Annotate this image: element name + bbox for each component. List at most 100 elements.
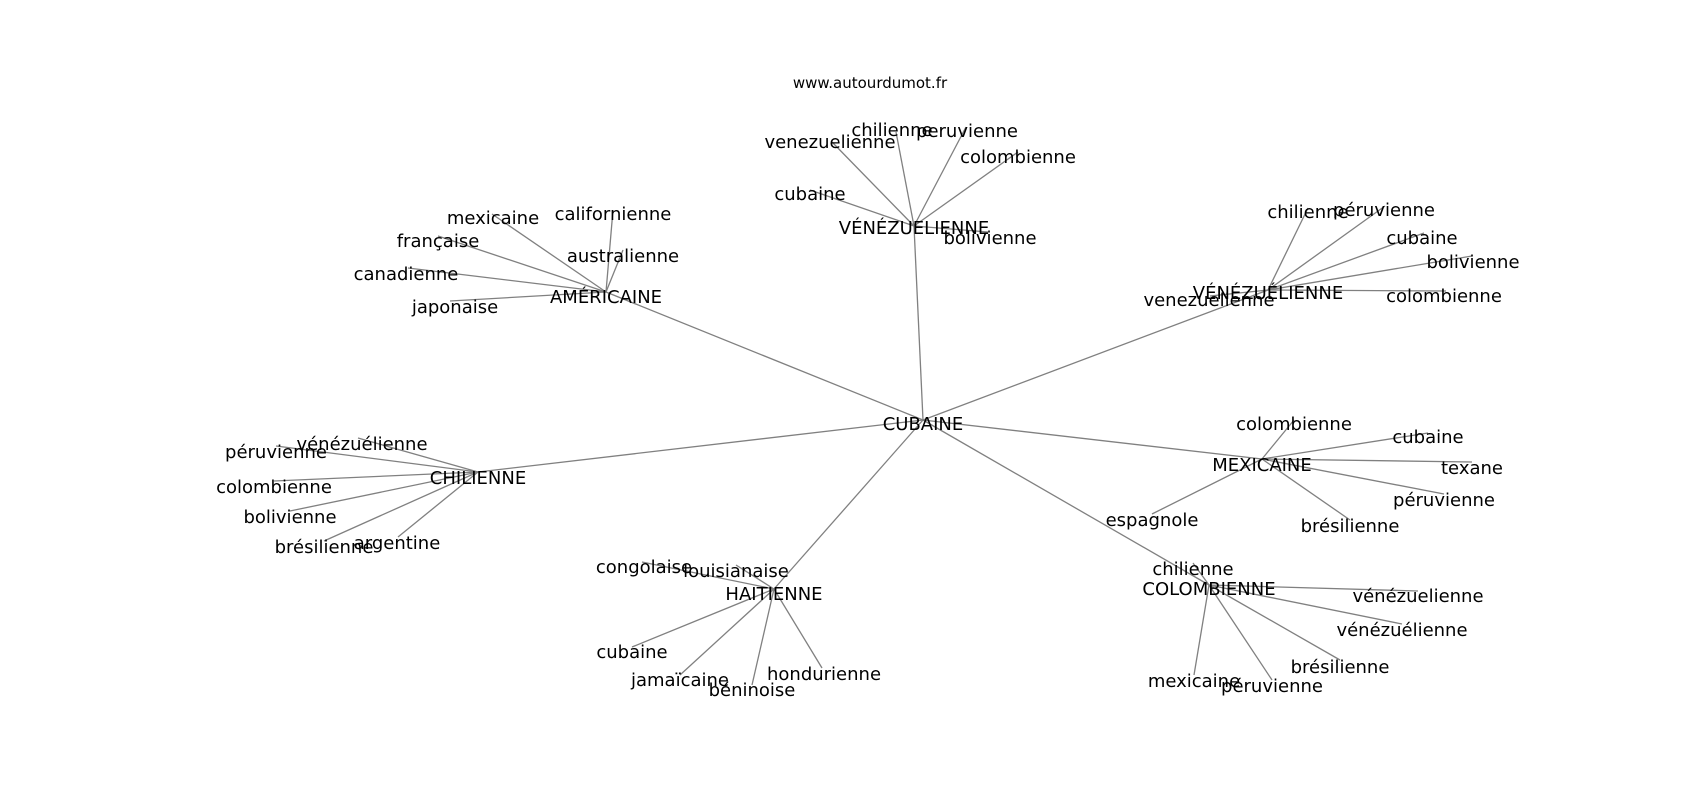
edge-cluster-to-leaf bbox=[605, 209, 614, 293]
edge-cluster-to-leaf bbox=[323, 471, 479, 542]
leaf-node-label: cubaine bbox=[774, 184, 845, 205]
cluster-node-label: VÉNÉZUÉLIENNE bbox=[1193, 282, 1343, 304]
edge-cluster-to-leaf bbox=[1267, 207, 1309, 291]
leaf-node-label: péruvienne bbox=[1393, 490, 1495, 511]
leaf-node-label: colombienne bbox=[1386, 286, 1502, 307]
leaf-node-label: bolivienne bbox=[943, 228, 1036, 249]
leaf-node-label: argentine bbox=[354, 533, 441, 554]
edge-cluster-to-leaf bbox=[1261, 458, 1473, 463]
leaf-node-label: chilienne bbox=[1267, 202, 1348, 223]
cluster-node-label: MEXICAINE bbox=[1212, 455, 1312, 476]
leaf-node-label: brésilienne bbox=[1291, 657, 1390, 678]
leaf-node-label: brésilienne bbox=[1301, 516, 1400, 537]
edge-cluster-to-leaf bbox=[1261, 458, 1351, 521]
edge-cluster-to-leaf bbox=[735, 564, 775, 590]
leaf-node-label: bolivienne bbox=[1426, 252, 1519, 273]
edge-cluster-to-leaf bbox=[679, 588, 775, 676]
edge-center-to-cluster bbox=[773, 419, 924, 590]
edge-cluster-to-leaf bbox=[1208, 584, 1419, 592]
edge-cluster-to-leaf bbox=[631, 588, 775, 648]
cluster-node-label: VÉNÉZUELIENNE bbox=[839, 217, 989, 239]
graph-edges bbox=[273, 126, 1473, 686]
leaf-node-label: cubaine bbox=[1386, 228, 1457, 249]
edge-cluster-to-leaf bbox=[1208, 584, 1403, 625]
leaf-node-label: colombienne bbox=[1236, 414, 1352, 435]
leaf-node-label: cubaine bbox=[596, 642, 667, 663]
edge-cluster-to-leaf bbox=[437, 235, 607, 293]
leaf-node-label: japonaise bbox=[411, 297, 498, 318]
edge-cluster-to-leaf bbox=[491, 213, 607, 293]
graph-labels: venezueliennechilienneperuviennecolombie… bbox=[216, 120, 1519, 701]
leaf-node-label: hondurienne bbox=[767, 664, 881, 685]
edge-cluster-to-leaf bbox=[1267, 255, 1473, 291]
leaf-node-label: colombienne bbox=[960, 147, 1076, 168]
leaf-node-label: bolivienne bbox=[243, 507, 336, 528]
leaf-node-label: cubaine bbox=[1392, 427, 1463, 448]
edge-cluster-to-leaf bbox=[831, 141, 915, 227]
center-node-label: CUBAINE bbox=[883, 414, 964, 435]
leaf-node-label: péruvienne bbox=[225, 442, 327, 463]
edge-cluster-to-leaf bbox=[1208, 584, 1273, 681]
cluster-node-label: CHILIENNE bbox=[430, 468, 526, 489]
edge-cluster-to-leaf bbox=[1193, 584, 1210, 676]
leaf-node-label: australienne bbox=[567, 246, 679, 267]
leaf-node-label: chilienne bbox=[1152, 559, 1233, 580]
edge-cluster-to-leaf bbox=[273, 471, 479, 482]
edge-cluster-to-leaf bbox=[773, 588, 823, 669]
edge-cluster-to-leaf bbox=[605, 249, 624, 293]
edge-center-to-cluster bbox=[477, 419, 924, 473]
leaf-node-label: espagnole bbox=[1106, 510, 1199, 531]
edge-cluster-to-leaf bbox=[1261, 419, 1295, 460]
edge-cluster-to-leaf bbox=[751, 588, 775, 686]
cluster-node-label: HAITIENNE bbox=[725, 584, 822, 605]
edge-cluster-to-leaf bbox=[809, 189, 915, 227]
leaf-node-label: louisianaise bbox=[683, 561, 789, 582]
leaf-node-label: vénézuélienne bbox=[1336, 620, 1467, 641]
leaf-node-label: californienne bbox=[555, 204, 672, 225]
edge-cluster-to-leaf bbox=[913, 225, 989, 233]
leaf-node-label: brésilienne bbox=[275, 537, 374, 558]
edge-cluster-to-leaf bbox=[1267, 232, 1425, 291]
edge-center-to-cluster bbox=[605, 291, 924, 421]
leaf-node-label: peruvienne bbox=[916, 121, 1018, 142]
edge-center-to-cluster bbox=[913, 225, 924, 421]
edge-cluster-to-leaf bbox=[1261, 432, 1429, 460]
edge-cluster-to-leaf bbox=[275, 445, 479, 473]
edge-cluster-to-leaf bbox=[1192, 562, 1210, 586]
leaf-node-label: venezuelienne bbox=[1143, 290, 1274, 311]
edge-cluster-to-leaf bbox=[289, 471, 479, 512]
edge-cluster-to-leaf bbox=[1209, 289, 1269, 297]
edge-cluster-to-leaf bbox=[1151, 458, 1263, 515]
leaf-node-label: vénézuelienne bbox=[1352, 586, 1483, 607]
edge-cluster-to-leaf bbox=[1267, 205, 1386, 291]
edge-cluster-to-leaf bbox=[895, 131, 915, 227]
leaf-node-label: péruvienne bbox=[1333, 200, 1435, 221]
leaf-node-label: colombienne bbox=[216, 477, 332, 498]
leaf-node-label: texane bbox=[1441, 458, 1503, 479]
edge-cluster-to-leaf bbox=[641, 561, 775, 590]
edge-center-to-cluster bbox=[922, 419, 1263, 460]
leaf-node-label: venezuelienne bbox=[764, 132, 895, 153]
cluster-node-label: AMÉRICAINE bbox=[550, 286, 662, 308]
source-label: www.autourdumot.fr bbox=[793, 74, 948, 92]
leaf-node-label: péruvienne bbox=[1221, 676, 1323, 697]
leaf-node-label: française bbox=[397, 231, 480, 252]
edge-cluster-to-leaf bbox=[913, 126, 967, 227]
edge-cluster-to-leaf bbox=[1261, 458, 1445, 495]
edge-cluster-to-leaf bbox=[407, 267, 607, 293]
edge-cluster-to-leaf bbox=[397, 471, 479, 538]
leaf-node-label: canadienne bbox=[354, 264, 459, 285]
edge-cluster-to-leaf bbox=[357, 437, 479, 473]
edge-center-to-cluster bbox=[922, 419, 1210, 586]
leaf-node-label: congolaise bbox=[596, 557, 692, 578]
edge-cluster-to-leaf bbox=[913, 151, 1019, 227]
leaf-node-label: mexicaine bbox=[447, 208, 539, 229]
leaf-node-label: vénézuélienne bbox=[296, 434, 427, 455]
edge-center-to-cluster bbox=[922, 289, 1269, 421]
leaf-node-label: chilienne bbox=[851, 120, 932, 141]
leaf-node-label: mexicaine bbox=[1148, 671, 1240, 692]
edge-cluster-to-leaf bbox=[1208, 584, 1341, 661]
edge-cluster-to-leaf bbox=[449, 291, 607, 302]
leaf-node-label: jamaïcaine bbox=[630, 670, 729, 691]
